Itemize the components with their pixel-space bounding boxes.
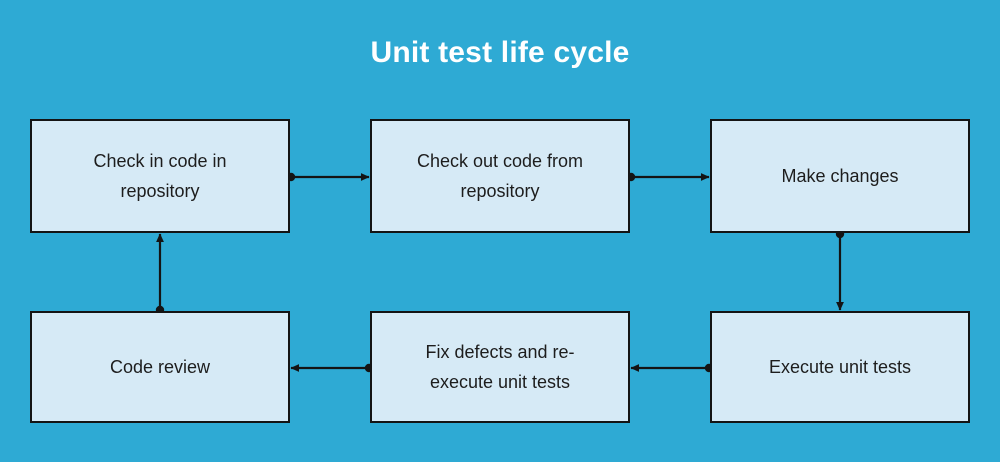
edge-change-to-execute xyxy=(835,229,845,311)
edge-checkout-to-change xyxy=(626,172,710,182)
node-make-changes[interactable]: Make changes xyxy=(710,119,970,233)
edge-review-to-checkin xyxy=(155,233,165,315)
edge-execute-to-fix xyxy=(630,363,714,373)
node-fix-defects[interactable]: Fix defects and re- execute unit tests xyxy=(370,311,630,423)
node-label: Fix defects and re- execute unit tests xyxy=(425,342,575,392)
node-label: Make changes xyxy=(781,166,899,186)
edge-fix-to-review xyxy=(290,363,374,373)
node-execute-unit-tests[interactable]: Execute unit tests xyxy=(710,311,970,423)
node-label: Check in code in repository xyxy=(93,151,227,201)
node-check-out-code[interactable]: Check out code from repository xyxy=(370,119,630,233)
edge-checkin-to-checkout xyxy=(286,172,370,182)
node-label: Code review xyxy=(109,357,211,377)
page-title: Unit test life cycle xyxy=(370,36,630,69)
node-label: Execute unit tests xyxy=(768,357,912,377)
node-code-review[interactable]: Code review xyxy=(30,311,290,423)
node-check-in-code[interactable]: Check in code in repository xyxy=(30,119,290,233)
node-label: Check out code from repository xyxy=(416,151,584,201)
